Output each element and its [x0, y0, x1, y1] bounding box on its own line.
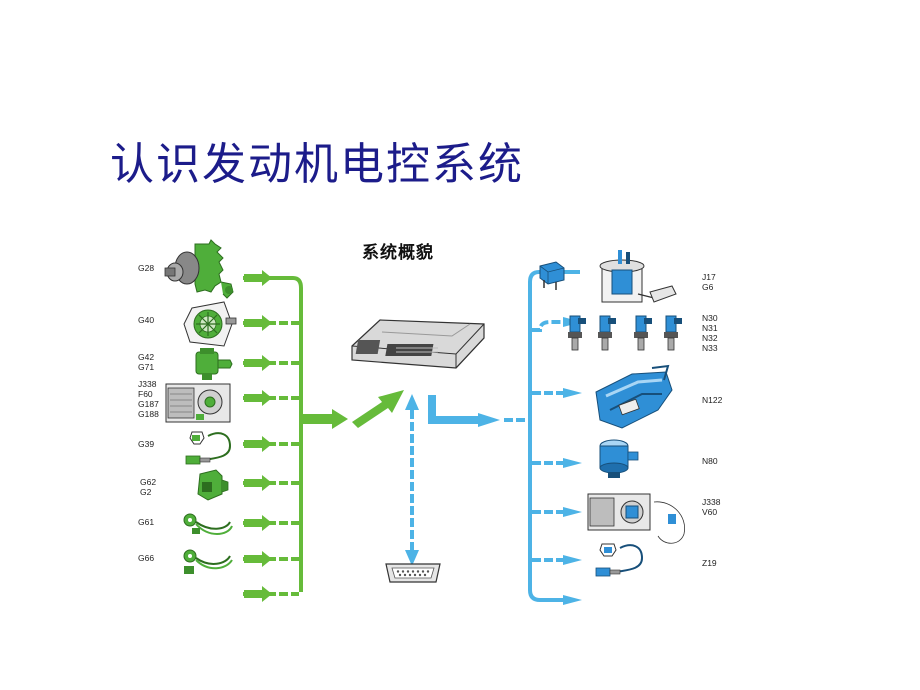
- sensor-label-g66: G66: [138, 553, 155, 563]
- coolant-temp-sensor-icon: [197, 469, 229, 501]
- injector-icon: [568, 315, 586, 351]
- actuator-bus: [528, 270, 580, 602]
- injector-icon: [598, 315, 616, 351]
- actuator-label-n122: N122: [702, 395, 723, 405]
- sensor-arrows: [244, 270, 272, 602]
- sensor-label-g39: G39: [138, 439, 155, 449]
- actuator-label-n80: N80: [702, 456, 718, 466]
- diagnostic-link: [405, 394, 419, 566]
- ecu-icon: [351, 319, 485, 369]
- oxygen-heater-icon: [595, 543, 644, 577]
- intake-pressure-sensor-icon: [195, 348, 233, 380]
- ignition-coil-icon: [595, 364, 673, 429]
- slide-title: 认识发动机电控系统: [110, 139, 524, 190]
- injector-icon: [634, 315, 652, 351]
- actuator-label-z19: Z19: [702, 558, 717, 568]
- camshaft-sensor-icon: [183, 301, 237, 347]
- actuator-arrows: [563, 317, 582, 605]
- sensor-label-g28: G28: [138, 263, 155, 273]
- ecu-to-actuator-arrow: [428, 395, 528, 427]
- canister-valve-icon: [599, 439, 639, 478]
- crankshaft-sensor-icon: [164, 239, 234, 299]
- sensor-label-g42-g71: G42 G71: [138, 352, 155, 372]
- obd-connector-icon: [385, 563, 441, 583]
- fuel-pump-icon: [599, 250, 677, 303]
- throttle-actuator-icon: [587, 493, 685, 544]
- sensor-label-g61: G61: [138, 517, 155, 527]
- diagram-title: 系统概貌: [362, 243, 434, 263]
- throttle-body-icon: [165, 383, 231, 423]
- relay-icon: [539, 261, 565, 290]
- knock-sensor-icon: [183, 513, 233, 535]
- sensor-label-g40: G40: [138, 315, 155, 325]
- sensor-label-g62-g2: G62 G2: [140, 477, 157, 497]
- actuator-label-injectors: N30 N31 N32 N33: [702, 313, 718, 353]
- actuator-label-j338-v60: J338 V60: [702, 497, 721, 517]
- injector-icon: [664, 315, 682, 351]
- oxygen-sensor-icon: [185, 431, 232, 465]
- knock-sensor-icon: [183, 549, 233, 574]
- sensor-label-j338: J338 F60 G187 G188: [138, 379, 159, 419]
- actuator-label-j17-g6: J17 G6: [702, 272, 716, 292]
- sensor-to-ecu-arrow: [303, 390, 404, 429]
